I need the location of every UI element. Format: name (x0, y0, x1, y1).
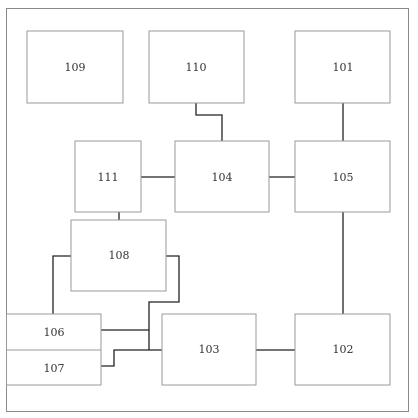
wire-107-103 (101, 349, 162, 367)
block-104: 104 (174, 140, 270, 213)
block-108-label: 108 (109, 249, 130, 262)
block-103: 103 (161, 313, 257, 386)
block-102: 102 (294, 313, 391, 386)
block-109: 109 (26, 30, 124, 104)
block-107-label: 107 (44, 362, 65, 375)
outer-frame (6, 8, 409, 412)
block-107: 107 (6, 349, 102, 386)
block-108: 108 (70, 219, 167, 292)
block-101-label: 101 (333, 61, 354, 74)
wire-110-104 (195, 103, 223, 141)
block-105: 105 (294, 140, 391, 213)
block-106-label: 106 (44, 326, 65, 339)
block-103-label: 103 (199, 343, 220, 356)
block-105-label: 105 (333, 171, 354, 184)
block-110-label: 110 (186, 61, 207, 74)
wire-108-106 (52, 255, 71, 314)
block-104-label: 104 (212, 171, 233, 184)
block-111-label: 111 (98, 171, 119, 184)
block-110: 110 (148, 30, 245, 104)
block-102-label: 102 (333, 343, 354, 356)
block-106: 106 (6, 313, 102, 351)
block-111: 111 (74, 140, 142, 213)
block-101: 101 (294, 30, 391, 104)
block-109-label: 109 (65, 61, 86, 74)
wire-108-bus (148, 255, 180, 350)
